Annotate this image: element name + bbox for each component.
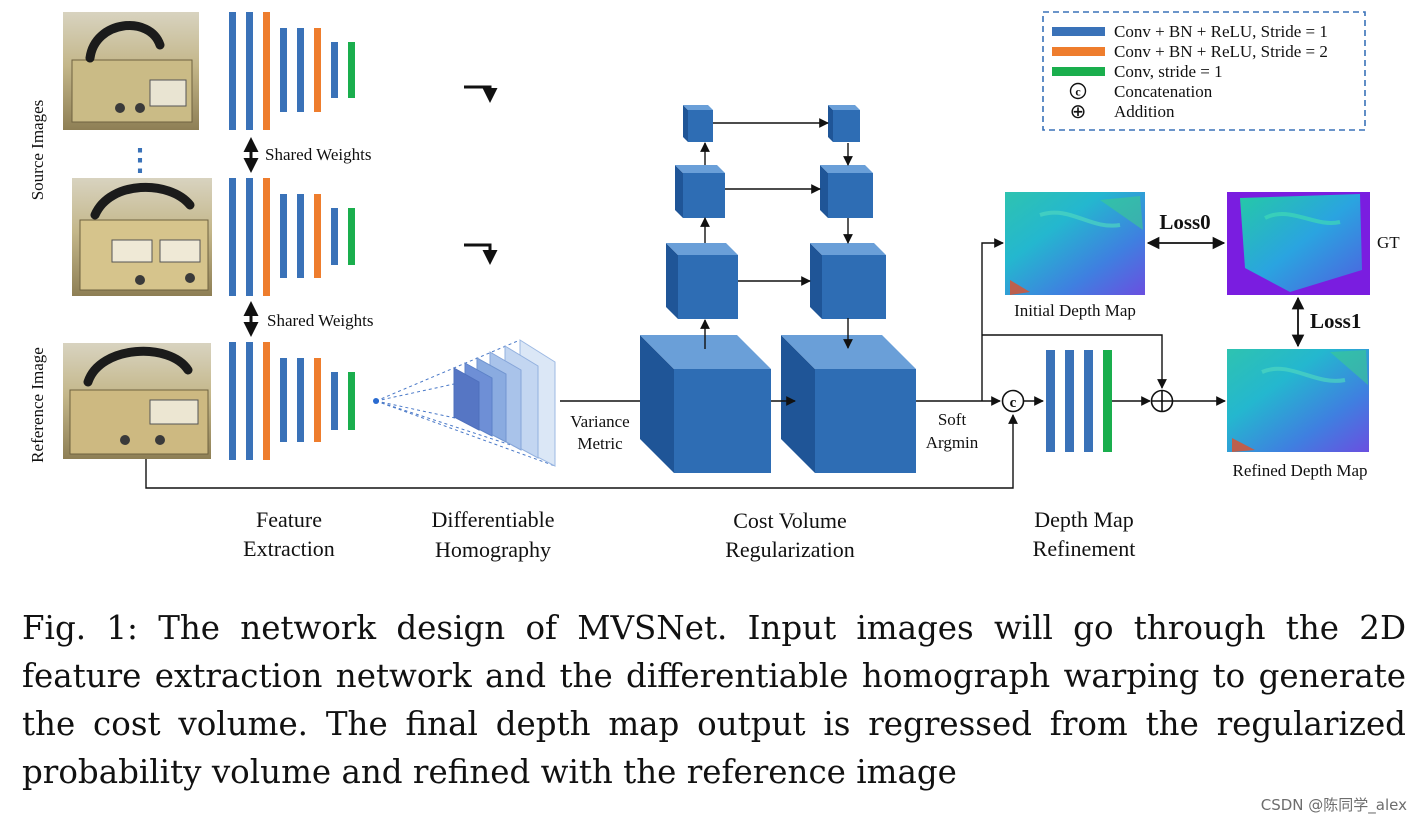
feature-layer-bar <box>314 194 321 278</box>
source-images-label: Source Images <box>28 100 47 201</box>
reference-image-label: Reference Image <box>28 347 47 463</box>
feature-layer-bar <box>229 178 236 296</box>
source-feature-arrow-2 <box>464 243 498 265</box>
variance-label-2: Metric <box>577 434 623 453</box>
skip-to-addition-arrow <box>982 334 1167 389</box>
cost-volume-cube <box>810 243 886 319</box>
to-initial-depth-arrow <box>981 238 1004 401</box>
feature-layer-bar <box>297 194 304 278</box>
feature-layer-bar <box>331 372 338 430</box>
refinement-layer-bar <box>1103 350 1112 452</box>
legend-label-stride1: Conv + BN + ReLU, Stride = 1 <box>1114 22 1328 41</box>
svg-text:c: c <box>1010 395 1017 411</box>
feature-layer-bar <box>263 178 270 296</box>
legend-swatch-orange <box>1052 47 1105 56</box>
legend-swatch-blue <box>1052 27 1105 36</box>
stage-refinement-l1: Depth Map <box>1034 507 1134 532</box>
homography-frustum <box>373 339 556 467</box>
cost-volume-cube <box>683 105 713 142</box>
shared-weights-label-2: Shared Weights <box>267 311 373 330</box>
stage-regularization-l2: Regularization <box>725 537 855 562</box>
source-image-2 <box>72 178 212 296</box>
feature-layer-bar <box>263 342 270 460</box>
unet-connections <box>700 118 853 406</box>
feature-layer-bar <box>348 372 355 430</box>
shared-weights-label-1: Shared Weights <box>265 145 371 164</box>
refinement-layer-bar <box>1046 350 1055 452</box>
ground-truth-depth-map <box>1227 192 1370 295</box>
refined-depth-label: Refined Depth Map <box>1232 461 1367 480</box>
feature-layer-bar <box>331 42 338 98</box>
reference-skip-arrow <box>145 414 1018 489</box>
feature-layer-bar <box>246 12 253 130</box>
source-feature-arrow-1 <box>464 85 498 103</box>
feature-layer-bar <box>331 208 338 265</box>
legend-swatch-green <box>1052 67 1105 76</box>
feature-layer-bar <box>280 194 287 278</box>
stage-feature-l2: Extraction <box>243 536 335 561</box>
legend-box: Conv + BN + ReLU, Stride = 1 Conv + BN +… <box>1042 11 1366 131</box>
initial-depth-label: Initial Depth Map <box>1014 301 1136 320</box>
variance-label-1: Variance <box>570 412 629 431</box>
refinement-layer-bar <box>1084 350 1093 452</box>
feature-layer-bar <box>314 28 321 112</box>
cost-volume-cube <box>640 335 771 473</box>
soft-argmin-label-2: Argmin <box>926 433 979 452</box>
feature-layer-bar <box>297 358 304 442</box>
feature-layer-bar <box>263 12 270 130</box>
refinement-layer-bar <box>1065 350 1074 452</box>
feature-layer-bar <box>348 42 355 98</box>
mvsnet-diagram: Conv + BN + ReLU, Stride = 1 Conv + BN +… <box>28 11 1400 562</box>
feature-layer-bar <box>246 342 253 460</box>
watermark: CSDN @陈同学_alex <box>1260 796 1407 814</box>
stage-feature-l1: Feature <box>256 507 322 532</box>
legend-label-concatenation: Concatenation <box>1114 82 1213 101</box>
cost-volume-cube <box>675 165 725 218</box>
svg-text:c: c <box>1075 85 1081 99</box>
gt-label: GT <box>1377 233 1400 252</box>
feature-layer-bar <box>229 342 236 460</box>
source-image-1 <box>63 12 199 130</box>
stage-homography-l2: Homography <box>435 537 551 562</box>
reference-image <box>63 343 211 459</box>
feature-layer-bar <box>280 28 287 112</box>
stage-refinement-l2: Refinement <box>1033 536 1136 561</box>
legend-label-conv: Conv, stride = 1 <box>1114 62 1223 81</box>
addition-node <box>1150 389 1174 413</box>
feature-layer-bar <box>246 178 253 296</box>
loss1-label: Loss1 <box>1310 309 1361 333</box>
add-icon: ⊕ <box>1070 101 1087 123</box>
legend-label-stride2: Conv + BN + ReLU, Stride = 2 <box>1114 42 1328 61</box>
soft-argmin-label-1: Soft <box>938 410 967 429</box>
cost-volume-cube <box>828 105 860 142</box>
feature-layer-bar <box>297 28 304 112</box>
feature-layer-bar <box>280 358 287 442</box>
cost-volume-cube <box>820 165 873 218</box>
feature-layer-bar <box>229 12 236 130</box>
concat-node: c <box>1001 389 1025 413</box>
loss0-label: Loss0 <box>1159 210 1210 234</box>
depth-refinement-network <box>1046 350 1112 452</box>
legend-label-addition: Addition <box>1114 102 1175 121</box>
refined-depth-map <box>1227 349 1369 452</box>
feature-layer-bar <box>348 208 355 265</box>
source-images-dots: ⋮ <box>125 144 155 177</box>
figure-caption: Fig. 1: The network design of MVSNet. In… <box>22 609 1406 791</box>
cost-volume-regularization-network <box>640 105 916 473</box>
initial-depth-map <box>1005 192 1145 295</box>
feature-layer-bar <box>314 358 321 442</box>
stage-homography-l1: Differentiable <box>432 507 555 532</box>
concat-icon: c <box>1069 82 1087 100</box>
cost-volume-cube <box>781 335 916 473</box>
cost-volume-cube <box>666 243 738 319</box>
stage-regularization-l1: Cost Volume <box>733 508 847 533</box>
feature-extraction-network <box>229 12 355 460</box>
